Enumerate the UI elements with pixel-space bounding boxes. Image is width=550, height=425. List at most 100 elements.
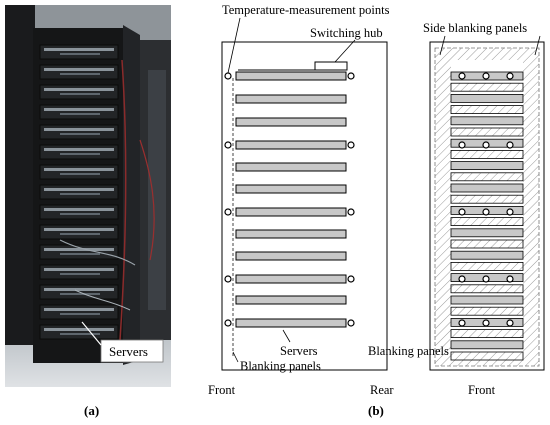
side-server — [235, 295, 347, 305]
photo-server — [39, 164, 119, 180]
blanking-panels-label: Blanking panels — [240, 359, 321, 373]
photo-server-units — [39, 44, 119, 340]
switching-hub — [314, 61, 348, 71]
servers-label-box — [100, 339, 164, 363]
side-server — [235, 140, 347, 150]
front-view-measurement-point — [458, 275, 466, 283]
photo-server-vent — [44, 328, 114, 331]
side-blanking-label: Side blanking panels — [423, 21, 527, 35]
photo-server-stripe — [60, 193, 100, 195]
front-unit — [450, 149, 524, 159]
front-view-measurement-point — [506, 141, 514, 149]
photo-server-vent — [44, 108, 114, 111]
front-unit — [450, 105, 524, 114]
photo-server-vent — [44, 128, 114, 131]
panel-a-label: (a) — [84, 403, 99, 418]
photo-server-stripe — [60, 333, 100, 335]
photo-server-vent — [44, 228, 114, 231]
front-view-measurement-point — [506, 319, 514, 327]
side-view-diagram — [221, 17, 388, 371]
photo-server — [39, 84, 119, 100]
front-unit — [450, 250, 524, 260]
side-server — [235, 251, 347, 261]
front-view-front-label: Front — [468, 383, 496, 397]
front-unit — [450, 94, 524, 103]
front-view-measurement-point — [506, 72, 514, 80]
panel-b-label: (b) — [368, 403, 384, 418]
temp-points-label: Temperature-measurement points — [222, 3, 390, 17]
side-server — [235, 162, 347, 172]
front-view-diagram — [429, 35, 545, 371]
photo-server-vent — [44, 248, 114, 251]
front-unit — [450, 340, 524, 350]
photo-server-stripe — [60, 293, 100, 295]
photo-server — [39, 104, 119, 120]
front-unit — [450, 329, 524, 339]
photo-server-vent — [44, 288, 114, 291]
front-measurement-point — [224, 141, 232, 149]
photo-server — [39, 44, 119, 60]
photo-server-stripe — [60, 273, 100, 275]
photo-server-vent — [44, 48, 114, 51]
front-label: Front — [208, 383, 236, 397]
photo-server-vent — [44, 148, 114, 151]
side-server — [235, 117, 347, 127]
rear-measurement-point — [347, 319, 355, 327]
side-server — [235, 207, 347, 217]
front-unit — [450, 161, 524, 171]
front-unit — [450, 194, 524, 204]
photo-server-vent — [44, 168, 114, 171]
servers-label: Servers — [280, 344, 318, 358]
front-unit — [450, 228, 524, 238]
photo-server — [39, 324, 119, 340]
photo-server-stripe — [60, 313, 100, 315]
photo-server — [39, 124, 119, 140]
switching-hub-label: Switching hub — [310, 26, 383, 40]
front-unit — [450, 261, 524, 271]
front-measurement-points — [458, 72, 514, 327]
front-unit — [450, 217, 524, 227]
side-server — [235, 71, 347, 81]
photo-server-stripe — [60, 153, 100, 155]
photo-server-stripe — [60, 233, 100, 235]
photo-server-stripe — [60, 253, 100, 255]
front-view-measurement-point — [482, 208, 490, 216]
front-measurement-point — [224, 72, 232, 80]
photo-server-stripe — [60, 133, 100, 135]
photo-server-stripe — [60, 93, 100, 95]
front-measurement-point — [224, 275, 232, 283]
side-server — [235, 184, 347, 194]
photo-server-vent — [44, 88, 114, 91]
front-view-measurement-point — [458, 208, 466, 216]
photo-server-stripe — [60, 73, 100, 75]
front-unit — [450, 116, 524, 126]
front-unit — [450, 82, 524, 92]
photo-server-vent — [44, 68, 114, 71]
photo-server — [39, 304, 119, 320]
front-unit — [450, 239, 524, 249]
front-unit — [450, 351, 524, 361]
front-view-measurement-point — [458, 141, 466, 149]
front-unit — [450, 306, 524, 316]
photo-server-stripe — [60, 213, 100, 215]
front-unit — [450, 295, 524, 305]
photo-server-vent — [44, 268, 114, 271]
side-server — [235, 229, 347, 239]
rear-measurement-point — [347, 141, 355, 149]
front-view-measurement-point — [458, 319, 466, 327]
front-view-measurement-point — [506, 208, 514, 216]
front-unit — [450, 183, 524, 193]
photo-server-stripe — [60, 113, 100, 115]
photo-servers-label: Servers — [109, 344, 148, 359]
side-server — [235, 318, 347, 328]
photo-server — [39, 184, 119, 200]
front-view-measurement-point — [458, 72, 466, 80]
side-server — [235, 94, 347, 104]
front-blanking-panels-label: Blanking panels — [368, 344, 449, 358]
photo-server-vent — [44, 188, 114, 191]
front-unit — [450, 127, 524, 137]
side-server — [235, 274, 347, 284]
photo-server — [39, 144, 119, 160]
front-view-measurement-point — [482, 141, 490, 149]
